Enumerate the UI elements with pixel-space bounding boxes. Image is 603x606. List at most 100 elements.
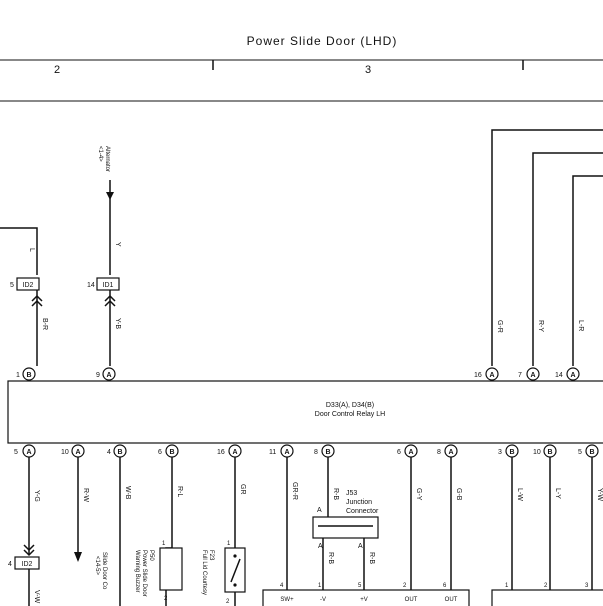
connector-chevron-icon-1	[31, 294, 43, 307]
f23-pin-bottom: 2	[226, 599, 230, 605]
id2-bottom-connector	[14, 556, 40, 570]
alternator-label: Alternator	[104, 146, 110, 172]
svg-text:B: B	[547, 449, 552, 456]
j53-junction-connector	[312, 516, 379, 539]
svg-text:A: A	[284, 449, 289, 456]
svg-text:4: 4	[107, 449, 111, 456]
wire-color-lw: L-W	[516, 488, 523, 501]
wire-color-lr: L-R	[577, 320, 584, 331]
relay-pin-5B: 5 B	[578, 444, 599, 458]
relay-pin-16A-top: 16 A	[474, 367, 499, 381]
wire-color-ly: L-Y	[554, 488, 561, 499]
svg-text:A: A	[448, 449, 453, 456]
connector-chevron-icon-2	[104, 294, 116, 307]
f23-id: F23	[208, 550, 214, 561]
relay-id: D33(A), D34(B)	[326, 402, 374, 409]
motor-pin-4: 4	[280, 583, 284, 589]
j53-id: J53	[346, 490, 357, 497]
motor-terminal-out-1: OUT	[405, 597, 418, 603]
wire-color-br: B-R	[41, 318, 48, 330]
motor-terminal-minus-v: -V	[320, 597, 326, 603]
f23-pin-top: 1	[227, 541, 231, 547]
svg-text:16: 16	[217, 449, 225, 456]
svg-text:6: 6	[158, 449, 162, 456]
svg-text:8: 8	[437, 449, 441, 456]
svg-text:3: 3	[498, 449, 502, 456]
wire-ry	[532, 152, 603, 366]
wire-color-yw: Y-W	[596, 488, 603, 501]
svg-text:10: 10	[61, 449, 69, 456]
id2-top-pin: 5	[10, 282, 14, 289]
slide-door-ref: <14-5>	[94, 556, 100, 576]
wire-lr	[572, 175, 603, 366]
p50-line2: Warning Buzzer	[134, 550, 140, 592]
wire-gr	[491, 129, 603, 366]
switch-contact-icon	[230, 558, 241, 583]
wire-l-left	[0, 227, 38, 275]
svg-text:A: A	[489, 372, 494, 379]
motor-terminal-out-2: OUT	[445, 597, 458, 603]
id2-top-label: ID2	[23, 282, 34, 289]
wire-color-vw: V-W	[33, 590, 40, 604]
slide-door-arrow-icon	[74, 552, 82, 562]
wire-color-gb: G-B	[455, 488, 462, 501]
wire-color-rb-out-right: R-B	[368, 552, 375, 564]
relay-pin-3B: 3 B	[498, 444, 519, 458]
wire-color-y: Y	[114, 242, 121, 247]
svg-text:16: 16	[474, 372, 482, 379]
connector-chevron-icon-3	[23, 544, 35, 557]
p50-buzzer-box	[159, 547, 183, 591]
diagram-title: Power Slide Door (LHD)	[247, 34, 398, 48]
relay-pin-10A: 10 A	[61, 444, 85, 458]
column-label-3: 3	[365, 64, 371, 76]
motor-connector-box	[262, 589, 470, 606]
motor-terminal-sw: SW+	[280, 597, 294, 603]
right-pin-1: 1	[505, 583, 509, 589]
relay-pin-11A: 11 A	[269, 444, 294, 458]
svg-text:11: 11	[269, 449, 276, 456]
p50-pin-top: 1	[162, 541, 166, 547]
wire-color-gy: G-Y	[415, 488, 422, 501]
right-connector-box	[491, 589, 603, 606]
relay-pin-7A: 7 A	[518, 367, 540, 381]
j53-line1: Junction	[346, 499, 372, 506]
relay-pin-9A: 9 A	[96, 367, 116, 381]
relay-pin-8B: 8 B	[314, 444, 335, 458]
relay-name: Door Control Relay LH	[315, 411, 385, 418]
svg-text:10: 10	[533, 449, 541, 456]
right-pin-2: 2	[544, 583, 548, 589]
svg-text:A: A	[530, 372, 535, 379]
p50-line1: Power Slide Door	[141, 550, 147, 597]
right-pin-3: 3	[585, 583, 589, 589]
wire-color-yb: Y-B	[114, 318, 121, 329]
svg-text:6: 6	[397, 449, 401, 456]
id1-top-pin: 14	[87, 282, 95, 289]
svg-text:A: A	[26, 449, 31, 456]
slide-door-label: Slide Door Co	[101, 552, 107, 590]
j53-pin-a-right: A	[358, 543, 363, 550]
motor-pin-2: 2	[403, 583, 407, 589]
wire-color-rb: R-B	[332, 488, 339, 500]
j53-line2: Connector	[346, 508, 379, 515]
svg-text:B: B	[589, 449, 594, 456]
relay-pin-1B: 1 B	[16, 367, 36, 381]
wire-color-rb-out-left: R-B	[327, 552, 334, 564]
relay-pin-14A: 14 A	[555, 367, 580, 381]
wire-color-grr: GR-R	[291, 482, 298, 500]
svg-text:A: A	[75, 449, 80, 456]
relay-pin-10B: 10 B	[533, 444, 557, 458]
id2-top-connector	[16, 277, 40, 291]
relay-pin-8A: 8 A	[437, 444, 458, 458]
svg-text:7: 7	[518, 372, 522, 379]
svg-text:A: A	[408, 449, 413, 456]
j53-pin-a-left: A	[318, 543, 323, 550]
svg-text:8: 8	[314, 449, 318, 456]
wire-color-l: L	[28, 248, 35, 252]
relay-pin-5A: 5 A	[14, 444, 36, 458]
wire-color-rl: R-L	[176, 486, 183, 497]
svg-text:9: 9	[96, 372, 100, 379]
wire-color-ry: R-Y	[537, 320, 544, 332]
relay-pin-16A-bottom: 16 A	[217, 444, 242, 458]
f23-line1: Full Lid Courtesy	[201, 550, 207, 595]
